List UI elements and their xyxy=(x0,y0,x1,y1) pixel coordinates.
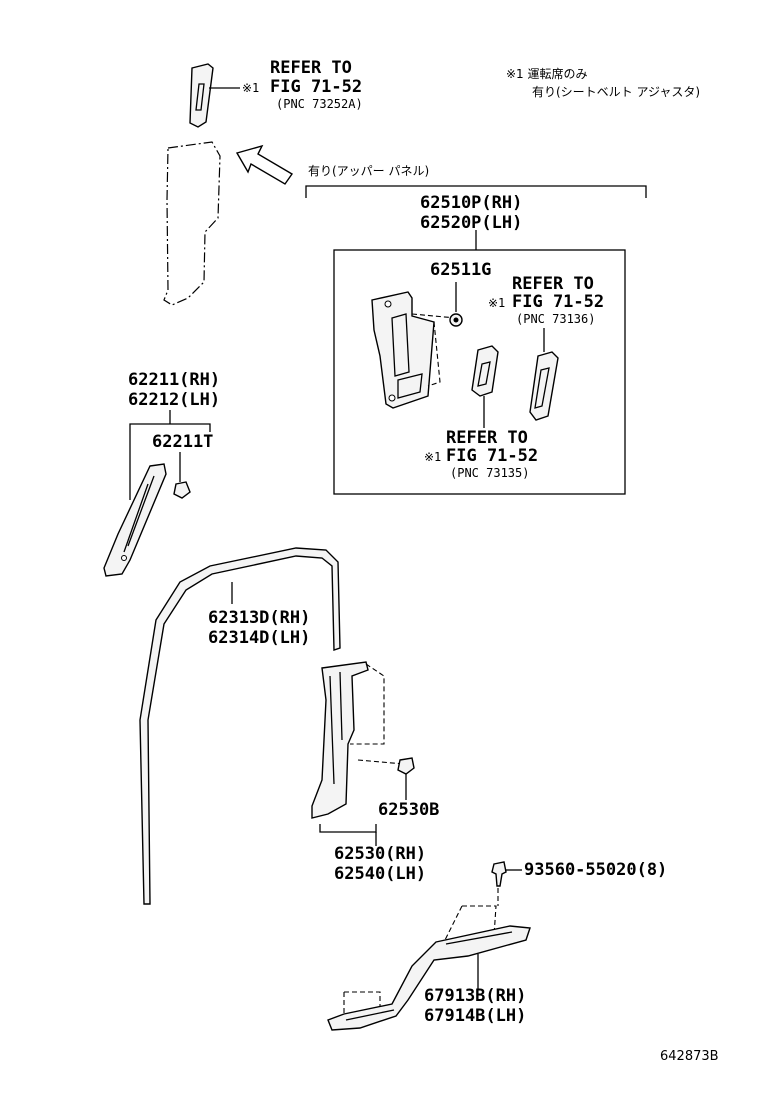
refer-to-label: REFER TO xyxy=(446,428,528,448)
part-number-62511g[interactable]: 62511G xyxy=(430,260,492,280)
note-marker: ※1 xyxy=(424,450,442,464)
figure-reference[interactable]: FIG 71-52 xyxy=(270,77,363,97)
part-number-62314d[interactable]: 62314D(LH) xyxy=(208,628,311,648)
note-marker: ※1 xyxy=(488,296,506,310)
upper-pillar-outline xyxy=(163,141,221,306)
pillar-garnish-part-icon xyxy=(103,463,167,577)
illustration-code: 642873B xyxy=(660,1049,719,1064)
figure-reference[interactable]: FIG 71-52 xyxy=(512,292,605,312)
part-number-62520p[interactable]: 62520P(LH) xyxy=(420,213,523,233)
part-number-62211t[interactable]: 62211T xyxy=(152,432,214,452)
belt-cover-73135-icon xyxy=(471,345,499,397)
panel-detail-box xyxy=(333,249,626,495)
part-number-62211[interactable]: 62211(RH) xyxy=(128,370,221,390)
lower-pillar-trim-part-icon xyxy=(311,661,369,819)
part-number-62510p[interactable]: 62510P(RH) xyxy=(420,193,523,213)
pnc-reference: (PNC 73136) xyxy=(516,312,596,326)
door-weatherstrip-part-icon xyxy=(139,547,341,905)
screw-icon xyxy=(491,861,507,887)
dashed-guide xyxy=(350,663,385,745)
pnc-reference: (PNC 73252A) xyxy=(276,97,363,111)
refer-to-label: REFER TO xyxy=(512,274,594,294)
clip-62511g-icon xyxy=(449,313,463,327)
seatbelt-adjuster-cover-top-icon xyxy=(189,63,214,128)
clip-62530b-icon xyxy=(397,757,415,775)
part-number-62313d[interactable]: 62313D(RH) xyxy=(208,608,311,628)
group-bracket xyxy=(305,185,647,198)
scuff-plate-part-icon xyxy=(327,925,531,1031)
dashed-guide xyxy=(343,905,497,1016)
belt-cover-73136-icon xyxy=(529,351,559,421)
driver-seat-note-line2: 有り(シートベルト アジャスタ) xyxy=(532,85,701,99)
part-number-62540[interactable]: 62540(LH) xyxy=(334,864,427,884)
upper-panel-note: 有り(アッパー パネル) xyxy=(308,164,430,178)
note-marker: ※1 xyxy=(242,81,260,95)
group-bracket xyxy=(319,824,377,833)
pnc-reference: (PNC 73135) xyxy=(450,466,530,480)
part-number-62530b[interactable]: 62530B xyxy=(378,800,440,820)
clip-62211t-icon xyxy=(173,481,191,499)
dashed-guide xyxy=(411,313,457,387)
dashed-guide xyxy=(357,759,405,765)
direction-arrow-icon xyxy=(235,144,294,185)
figure-reference[interactable]: FIG 71-52 xyxy=(446,446,539,466)
part-number-67913b[interactable]: 67913B(RH) xyxy=(424,986,527,1006)
part-number-62530[interactable]: 62530(RH) xyxy=(334,844,427,864)
part-number-62212[interactable]: 62212(LH) xyxy=(128,390,221,410)
upper-panel-part-icon xyxy=(371,291,435,409)
part-number-93560-55020[interactable]: 93560-55020(8) xyxy=(524,860,668,880)
refer-to-label: REFER TO xyxy=(270,58,352,78)
driver-seat-note-line1: ※1 運転席のみ xyxy=(506,67,588,81)
group-bracket xyxy=(129,423,211,432)
part-number-67914b[interactable]: 67914B(LH) xyxy=(424,1006,527,1026)
